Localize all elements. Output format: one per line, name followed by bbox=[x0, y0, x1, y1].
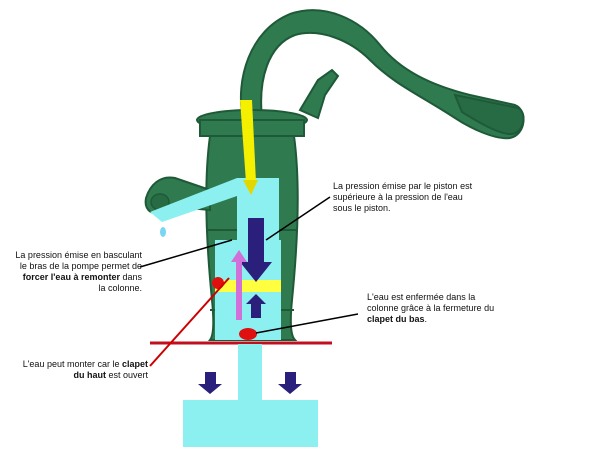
lower-pipe bbox=[238, 344, 262, 402]
bottom-valve bbox=[239, 328, 257, 340]
spout-water bbox=[150, 178, 237, 222]
piston-rod bbox=[240, 100, 256, 182]
upward-flow-arrow bbox=[231, 250, 247, 320]
annotation-bottom-valve: L'eau est enfermée dans la colonne grâce… bbox=[367, 292, 495, 324]
rod-arrow-head bbox=[243, 180, 258, 195]
pump-handle bbox=[239, 9, 525, 140]
annotation-lever-pressure: La pression émise en basculant le bras d… bbox=[15, 250, 142, 293]
water-drop bbox=[160, 227, 166, 237]
pointer-right-mid bbox=[255, 313, 359, 334]
pivot-bracket bbox=[298, 68, 340, 120]
upper-valve bbox=[212, 277, 224, 289]
pressure-arrow-down bbox=[240, 218, 272, 282]
annotation-piston-pressure: La pression émise par le piston est supé… bbox=[333, 181, 473, 213]
water-arrow-up bbox=[246, 294, 266, 318]
down-arrow-left bbox=[198, 372, 222, 394]
pointer-top-right bbox=[265, 196, 331, 241]
pointer-left bbox=[139, 239, 233, 268]
handle-grip bbox=[453, 93, 525, 136]
water-reservoir bbox=[183, 400, 318, 447]
pointer-bottom-left bbox=[149, 277, 230, 367]
annotation-upper-valve: L'eau peut monter car le clapet du haut … bbox=[22, 359, 148, 380]
piston bbox=[215, 280, 281, 292]
down-arrow-right bbox=[278, 372, 302, 394]
